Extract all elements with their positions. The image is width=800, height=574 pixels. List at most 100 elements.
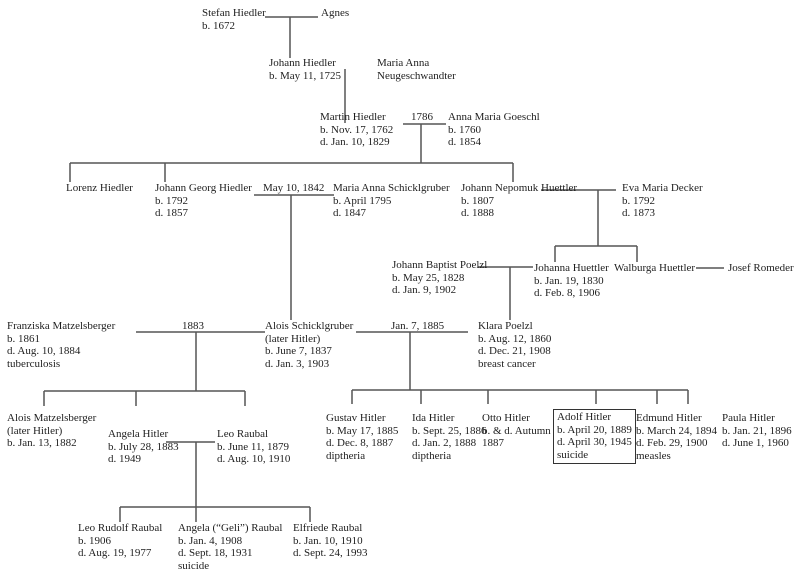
person-name: Adolf Hitler [557, 411, 612, 423]
person-detail: diptheria [326, 449, 366, 462]
person-detail: d. Feb. 8, 1906 [534, 287, 600, 299]
person-name: Johann Georg Hiedler [155, 182, 252, 194]
person-name: Leo Rudolf Raubal [78, 522, 163, 534]
person-name: Otto Hitler [482, 412, 530, 424]
person-angela-geli-raubal: Angela (“Geli”) Raubal b. Jan. 4, 1908 d… [178, 522, 282, 572]
person-name-cont: Neugeschwandter [377, 69, 456, 82]
person-detail: 1887 [482, 437, 504, 449]
person-detail: b. July 28, 1883 [108, 440, 179, 453]
marriage-date-alois-klara: Jan. 7, 1885 [391, 320, 445, 332]
person-name: Alois Schicklgruber [265, 320, 354, 332]
person-maria-anna-schicklgruber: Maria Anna Schicklgruber b. April 1795 d… [333, 182, 450, 220]
person-eva-maria-decker: Eva Maria Decker b. 1792 d. 1873 [622, 182, 703, 220]
person-johann-georg-hiedler: Johann Georg Hiedler b. 1792 d. 1857 [155, 182, 252, 220]
person-detail: b. & d. Autumn [482, 424, 551, 437]
person-detail: d. Aug. 10, 1884 [7, 345, 81, 357]
person-name: Anna Maria Goeschl [448, 111, 540, 123]
person-detail: b. June 7, 1837 [265, 345, 332, 357]
person-josef-romeder: Josef Romeder [728, 262, 794, 275]
person-gustav-hitler: Gustav Hitler b. May 17, 1885 d. Dec. 8,… [326, 412, 398, 462]
person-detail: b. April 20, 1889 [557, 423, 632, 436]
person-detail: d. June 1, 1960 [722, 437, 789, 449]
person-detail: b. 1792 [622, 194, 655, 207]
person-angela-hitler: Angela Hitler b. July 28, 1883 d. 1949 [108, 428, 179, 466]
person-detail: b. Aug. 12, 1860 [478, 332, 552, 345]
person-detail: b. Nov. 17, 1762 [320, 123, 394, 136]
person-detail: measles [636, 449, 671, 462]
person-detail: b. Jan. 21, 1896 [722, 424, 792, 437]
person-detail: (later Hitler) [265, 332, 321, 345]
person-name: Stefan Hiedler [202, 7, 266, 19]
person-ida-hitler: Ida Hitler b. Sept. 25, 1886 d. Jan. 2, … [412, 412, 487, 462]
person-detail: d. Jan. 3, 1903 [265, 357, 330, 370]
person-detail: b. 1861 [7, 332, 40, 345]
person-detail: suicide [178, 559, 210, 572]
person-name: Ida Hitler [412, 412, 455, 424]
person-elfriede-raubal: Elfriede Raubal b. Jan. 10, 1910 d. Sept… [293, 522, 368, 560]
marriage-date-martin-anna: 1786 [411, 111, 433, 123]
person-johann-hiedler: Johann Hiedler b. May 11, 1725 [269, 57, 341, 82]
person-detail: b. Jan. 13, 1882 [7, 437, 77, 449]
person-name: Angela (“Geli”) Raubal [178, 522, 283, 534]
person-agnes: Agnes [321, 7, 349, 20]
person-detail: d. Jan. 2, 1888 [412, 437, 477, 449]
person-detail: d. 1949 [108, 453, 141, 465]
person-detail: b. Jan. 4, 1908 [178, 534, 243, 547]
person-detail: b. June 11, 1879 [217, 440, 290, 453]
person-leo-rudolf-raubal: Leo Rudolf Raubal b. 1906 d. Aug. 19, 19… [78, 522, 162, 560]
marriage-date-johann-georg-maria-anna: May 10, 1842 [263, 182, 325, 194]
person-name: Franziska Matzelsberger [7, 320, 116, 332]
person-detail: (later Hitler) [7, 424, 63, 437]
person-name: Elfriede Raubal [293, 522, 363, 534]
person-detail: d. Sept. 18, 1931 [178, 547, 253, 559]
person-detail: b. Sept. 25, 1886 [412, 424, 487, 437]
person-detail: b. March 24, 1894 [636, 424, 717, 437]
person-martin-hiedler: Martin Hiedler b. Nov. 17, 1762 d. Jan. … [320, 111, 393, 149]
person-detail: d. Aug. 10, 1910 [217, 453, 291, 465]
person-detail: suicide [557, 448, 589, 461]
person-name: Maria Anna Schicklgruber [333, 182, 450, 194]
person-detail: b. 1760 [448, 123, 481, 136]
person-alois-matzelsberger: Alois Matzelsberger (later Hitler) b. Ja… [7, 412, 96, 450]
person-detail: d. Dec. 8, 1887 [326, 437, 394, 449]
person-stefan-hiedler: Stefan Hiedler b. 1672 [202, 7, 266, 32]
person-detail: d. Feb. 29, 1900 [636, 437, 708, 449]
person-klara-poelzl: Klara Poelzl b. Aug. 12, 1860 d. Dec. 21… [478, 320, 551, 370]
person-detail: breast cancer [478, 357, 536, 370]
person-walburga-huettler: Walburga Huettler [614, 262, 695, 275]
person-detail: d. 1873 [622, 207, 655, 219]
marriage-date-alois-franziska: 1883 [182, 320, 204, 332]
person-detail: d. April 30, 1945 [557, 436, 632, 448]
person-name: Johann Baptist Poelzl [392, 259, 488, 271]
person-detail: b. 1792 [155, 194, 188, 207]
person-detail: d. 1857 [155, 207, 188, 219]
person-detail: b. 1807 [461, 194, 494, 207]
person-name: Josef Romeder [728, 262, 794, 274]
person-detail: d. 1847 [333, 207, 366, 219]
person-name: Walburga Huettler [614, 262, 696, 274]
person-detail: diptheria [412, 449, 452, 462]
person-johann-nepomuk-huettler: Johann Nepomuk Huettler b. 1807 d. 1888 [461, 182, 577, 220]
person-detail: b. 1906 [78, 534, 111, 547]
person-edmund-hitler: Edmund Hitler b. March 24, 1894 d. Feb. … [636, 412, 717, 462]
person-name: Lorenz Hiedler [66, 182, 133, 194]
person-detail: b. 1672 [202, 19, 235, 32]
person-johanna-huettler: Johanna Huettler b. Jan. 19, 1830 d. Feb… [534, 262, 609, 300]
person-name: Angela Hitler [108, 428, 169, 440]
person-name: Paula Hitler [722, 412, 775, 424]
person-detail: d. 1854 [448, 136, 481, 148]
person-name: Edmund Hitler [636, 412, 702, 424]
person-detail: d. Aug. 19, 1977 [78, 547, 152, 559]
person-detail: d. Jan. 9, 1902 [392, 284, 457, 296]
person-name: Gustav Hitler [326, 412, 386, 424]
person-name: Johann Nepomuk Huettler [461, 182, 578, 194]
person-detail: b. Jan. 10, 1910 [293, 534, 363, 547]
person-name: Eva Maria Decker [622, 182, 703, 194]
person-anna-maria-goeschl: Anna Maria Goeschl b. 1760 d. 1854 [448, 111, 540, 149]
person-name: Alois Matzelsberger [7, 412, 97, 424]
person-name: Klara Poelzl [478, 320, 533, 332]
person-detail: b. April 1795 [333, 194, 392, 207]
person-detail: b. May 11, 1725 [269, 69, 342, 82]
person-name: Martin Hiedler [320, 111, 386, 123]
